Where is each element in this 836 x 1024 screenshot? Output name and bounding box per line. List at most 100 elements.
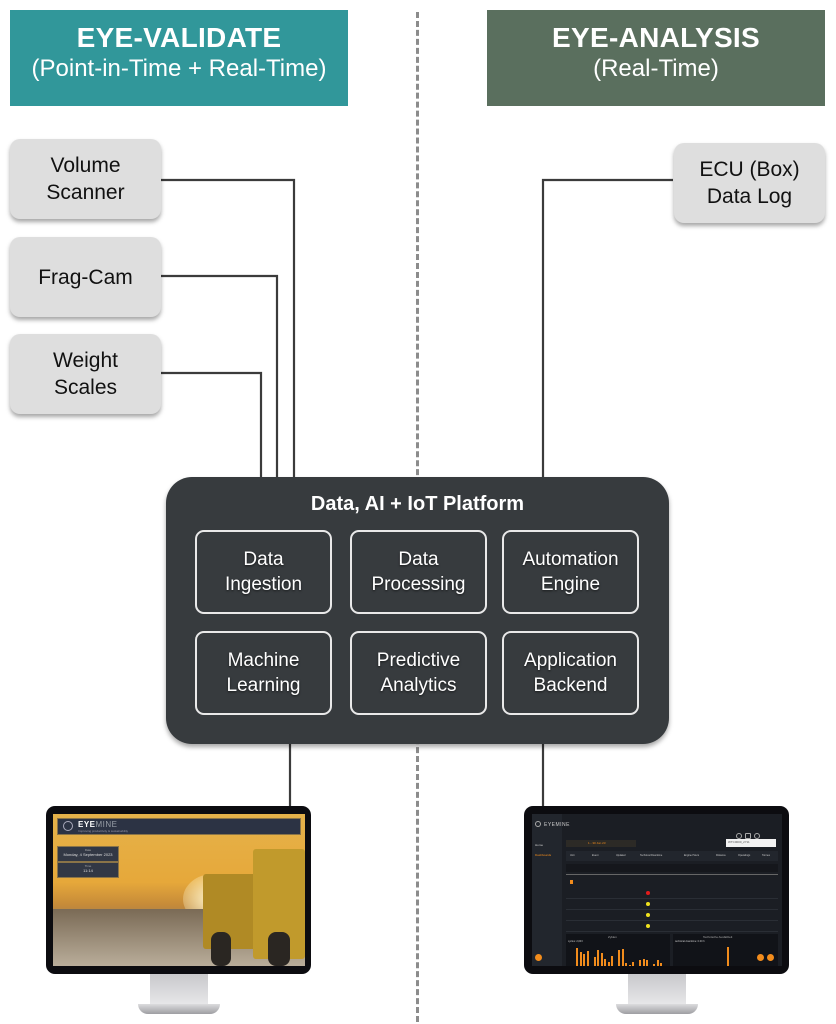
truck-wheel <box>268 932 290 966</box>
module-label: Learning <box>226 675 301 696</box>
module-label: Predictive <box>376 650 461 671</box>
time-label: Time <box>84 864 92 868</box>
monitor-screen: EYEMINE Improving productivity & sustain… <box>53 814 305 966</box>
monitor-eye-validate: EYEMINE Improving productivity & sustain… <box>46 806 311 1021</box>
module-label: Engine <box>540 574 601 595</box>
brand-tagline: Improving productivity & sustainability <box>78 829 129 833</box>
panel-metric: technical downtime: 0.00 h <box>675 940 705 943</box>
machine-select[interactable]: WTC0000_2711 <box>726 839 776 847</box>
brand-part-mine: MINE <box>95 820 118 829</box>
platform-title: Data, AI + IoT Platform <box>310 493 525 515</box>
cycles-bar <box>604 959 607 966</box>
cycles-bar <box>597 950 600 966</box>
eye-validate-header: EYE-VALIDATE (Point-in-Time + Real-Time) <box>10 10 348 106</box>
user-icon[interactable] <box>754 833 760 839</box>
source-label: ECU (Box) <box>699 158 800 181</box>
table-row[interactable] <box>566 888 778 899</box>
column-header: Event <box>592 854 599 857</box>
settings-icon[interactable] <box>736 833 742 839</box>
eyemine-logo-icon <box>63 821 73 831</box>
expand-icon[interactable] <box>570 880 573 884</box>
downtime-panel: Technische Ausfallzeit technical downtim… <box>673 934 778 966</box>
cycles-bar <box>632 962 635 966</box>
events-table-header: Unit Event Updated Technical Downtime En… <box>566 851 778 861</box>
connector-volume-scanner <box>161 178 296 480</box>
column-header: Tonnes <box>762 854 771 857</box>
panel-title: Technische Ausfallzeit <box>703 935 733 939</box>
module-label: Application <box>524 650 617 671</box>
eye-analysis-subtitle: (Real-Time) <box>593 55 719 82</box>
cycles-bar <box>618 950 621 966</box>
eye-analysis-header: EYE-ANALYSIS (Real-Time) <box>487 10 825 106</box>
cycles-bar <box>653 964 656 966</box>
eye-validate-subtitle: (Point-in-Time + Real-Time) <box>31 55 327 82</box>
table-summary-row <box>566 864 778 872</box>
source-label: Frag-Cam <box>38 265 133 289</box>
cycles-bar <box>656 960 659 966</box>
cycles-panel: Zyklen cycles: 2,003 <box>566 934 670 966</box>
source-frag-cam: Frag-Cam <box>10 237 161 317</box>
source-label: Weight <box>53 349 118 372</box>
machine-select-value: WTC0000_2711 <box>728 840 750 844</box>
monitor-stand-base <box>138 1004 220 1014</box>
nav-dashboards[interactable]: Dashboards <box>535 853 552 857</box>
connector-frag-cam <box>161 274 279 480</box>
column-header: Updated <box>616 854 626 857</box>
module-label: Backend <box>533 675 608 696</box>
cycles-bar-chart <box>576 946 666 966</box>
downtime-bar <box>727 947 729 966</box>
monitor-eye-analysis: Home Dashboards EYEMINE 1 - 30 Jun 23 WT… <box>524 806 789 1021</box>
cycles-bar <box>642 959 645 966</box>
notification-icon[interactable] <box>745 833 751 839</box>
brand-name: EYEMINE <box>544 822 571 828</box>
module-label: Machine <box>227 650 300 671</box>
source-ecu-data-log: ECU (Box)Data Log <box>674 143 825 223</box>
eyemine-logo-icon <box>535 821 541 827</box>
cycles-bar <box>611 956 614 966</box>
date-value: Monday, 4 September 2023 <box>63 852 113 857</box>
table-row[interactable] <box>566 899 778 910</box>
action-button[interactable] <box>757 954 764 961</box>
time-widget: Time 11:14 <box>57 862 119 878</box>
cycles-bar <box>625 963 628 966</box>
column-header: Technical Downtime <box>640 854 663 857</box>
action-button[interactable] <box>767 954 774 961</box>
eye-analysis-title: EYE-ANALYSIS <box>552 22 760 53</box>
date-range-picker[interactable]: 1 - 30 Jun 23 <box>566 840 636 847</box>
column-header: Engine Hours <box>684 854 700 857</box>
cycles-bar <box>660 963 663 966</box>
cycles-bar <box>600 953 603 966</box>
table-row[interactable] <box>566 921 778 932</box>
panel-title: Zyklen <box>608 935 617 939</box>
user-avatar-icon[interactable] <box>535 954 542 961</box>
connector-weight-scales <box>161 371 263 480</box>
column-header: Unit <box>570 854 575 857</box>
module-label: Processing <box>371 574 466 595</box>
app-sidebar: Home Dashboards <box>532 814 562 966</box>
monitor-stand-base <box>616 1004 698 1014</box>
brand-part-eye: EYE <box>78 820 96 829</box>
column-header: Distance <box>716 854 726 857</box>
module-label: Ingestion <box>224 574 303 595</box>
cycles-bar <box>607 962 610 966</box>
time-value: 11:14 <box>83 868 93 873</box>
status-indicator <box>646 902 650 906</box>
table-row[interactable] <box>566 910 778 921</box>
cycles-bar <box>593 957 596 966</box>
monitor-screen: Home Dashboards EYEMINE 1 - 30 Jun 23 WT… <box>532 814 782 966</box>
source-label: Volume <box>50 154 121 177</box>
nav-home[interactable]: Home <box>535 843 544 847</box>
date-label: Date <box>84 848 92 852</box>
status-indicator <box>646 924 650 928</box>
monitor-stand <box>150 974 208 1006</box>
eye-validate-title: EYE-VALIDATE <box>76 22 282 53</box>
